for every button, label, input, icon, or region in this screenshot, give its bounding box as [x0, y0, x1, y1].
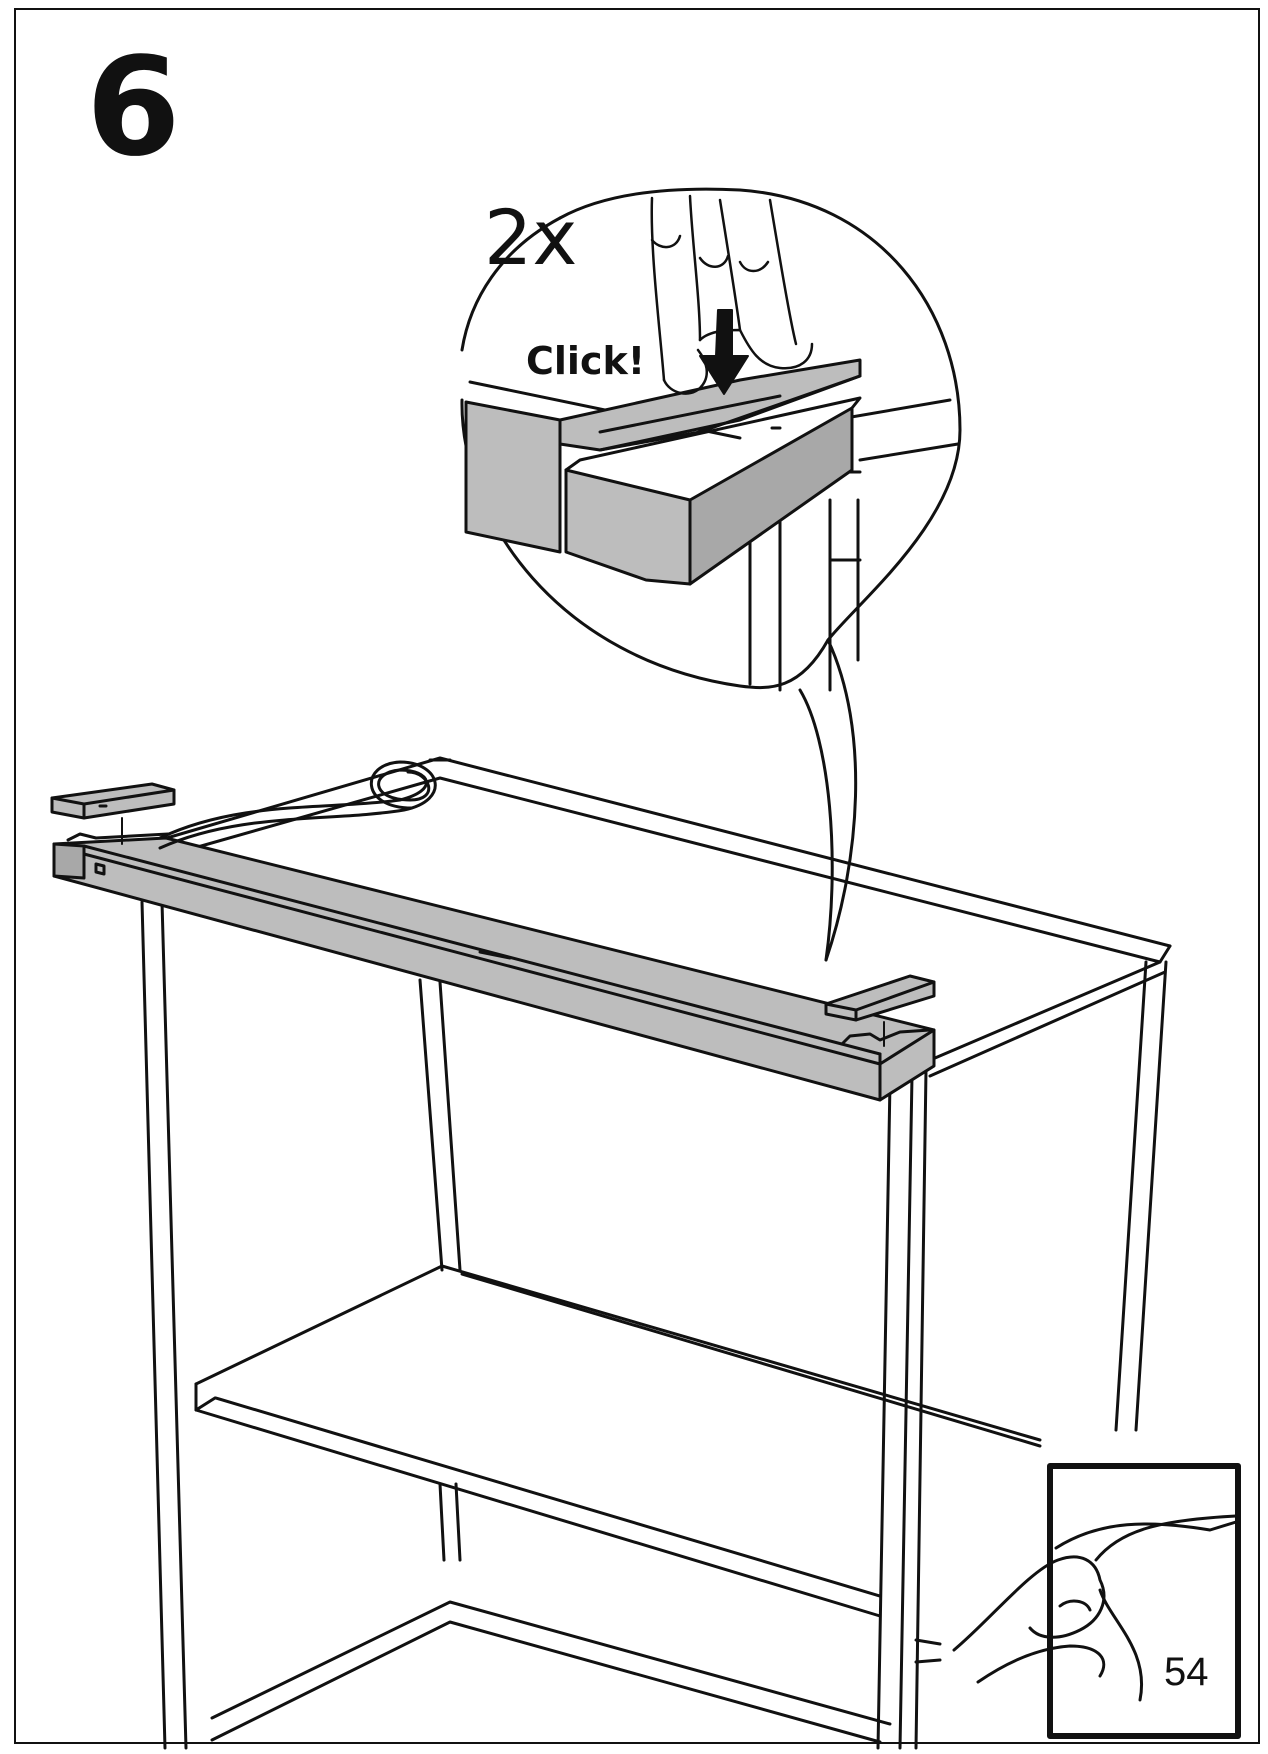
power-cable [158, 760, 437, 850]
detail-inset [464, 358, 960, 692]
clip-cap-left [50, 782, 176, 845]
lighting-rail [52, 832, 936, 1102]
step-number: 6 [86, 29, 181, 187]
page-number: 54 [1164, 1650, 1209, 1694]
shelf-unit [140, 756, 1172, 1750]
page-frame [14, 8, 1260, 1744]
click-label: Click! [526, 339, 646, 383]
clip-cap-right [824, 974, 936, 1047]
page-turn-icon [952, 1463, 1241, 1739]
quantity-label: 2x [484, 193, 578, 282]
detail-callout [460, 187, 962, 962]
hand-icon [650, 194, 814, 395]
press-down-arrow-icon [699, 309, 749, 395]
